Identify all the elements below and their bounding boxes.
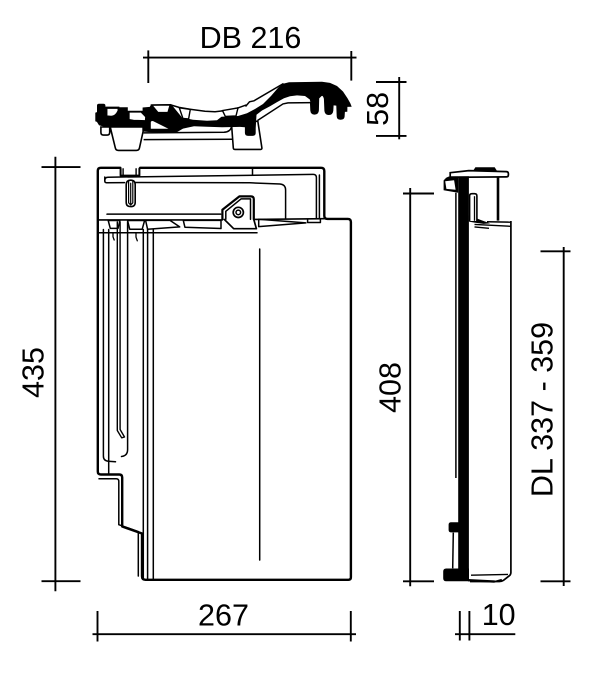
svg-text:58: 58 [361,92,395,126]
svg-text:267: 267 [198,599,249,633]
svg-text:408: 408 [374,362,408,413]
svg-text:DB 216: DB 216 [200,21,302,55]
svg-text:435: 435 [17,347,51,398]
svg-text:DL 337 - 359: DL 337 - 359 [526,322,560,497]
svg-text:10: 10 [482,598,516,632]
